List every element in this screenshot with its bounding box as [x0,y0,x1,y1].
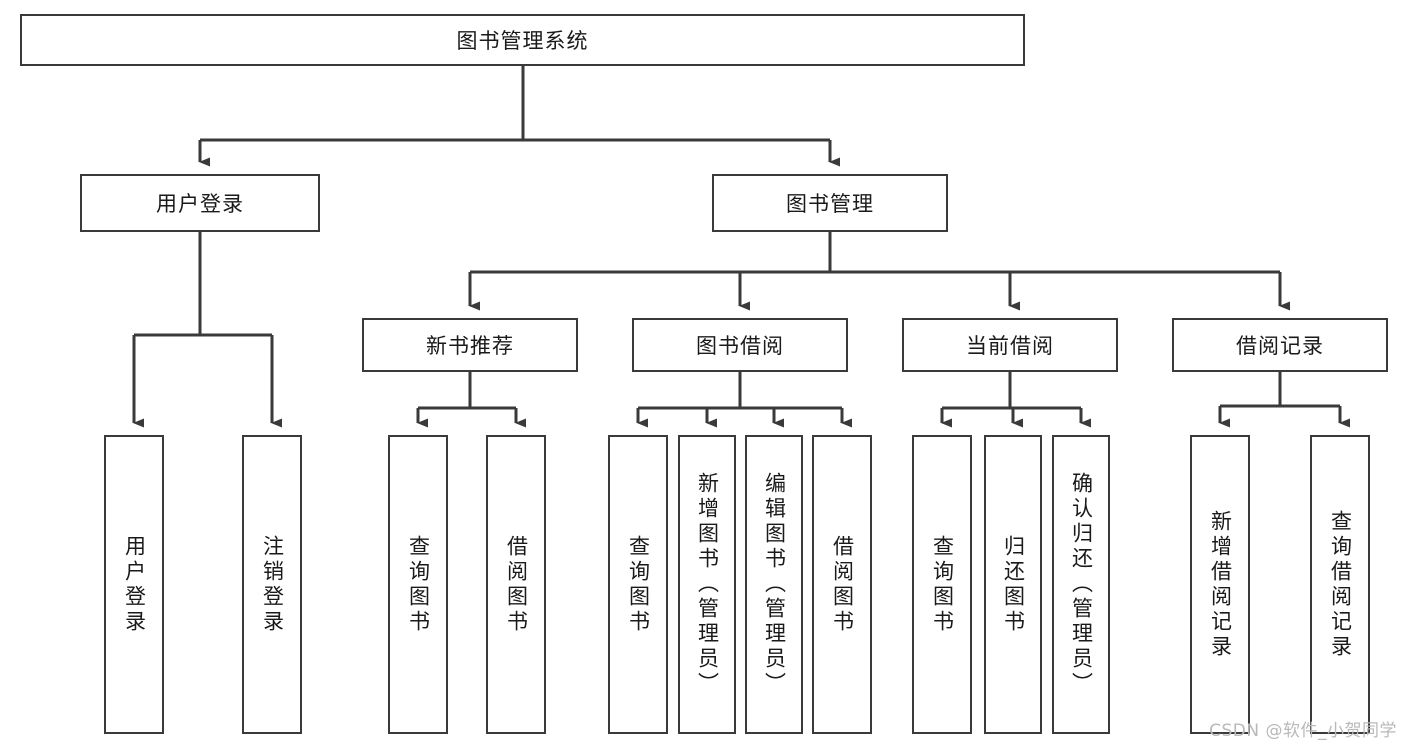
node-label: 借阅图书 [504,534,529,635]
leaf-return-book[interactable]: 归还图书 [984,435,1042,734]
node-user-login[interactable]: 用户登录 [80,174,320,232]
leaf-confirm-return-admin[interactable]: 确认归还（管理员） [1052,435,1110,734]
leaf-query-book-recommend[interactable]: 查询图书 [388,435,448,734]
node-label: 借阅图书 [830,534,855,635]
node-label: 查询图书 [930,534,955,635]
leaf-query-borrow-record[interactable]: 查询借阅记录 [1310,435,1370,734]
node-label: 编辑图书（管理员） [762,472,787,697]
node-current-borrow[interactable]: 当前借阅 [902,318,1118,372]
watermark-text: CSDN @软件_小贺同学 [1209,721,1397,741]
leaf-logout[interactable]: 注销登录 [242,435,302,734]
node-label: 注销登录 [260,534,285,635]
node-label: 归还图书 [1001,534,1026,635]
node-label: 图书管理 [786,192,874,216]
node-root-system[interactable]: 图书管理系统 [20,14,1025,66]
node-label: 查询图书 [626,534,651,635]
node-label: 图书借阅 [696,334,784,358]
node-label: 新书推荐 [426,334,514,358]
node-label: 用户登录 [156,192,244,216]
node-label: 查询借阅记录 [1328,509,1353,660]
node-book-borrow[interactable]: 图书借阅 [632,318,848,372]
node-label: 确认归还（管理员） [1069,472,1094,697]
node-label: 查询图书 [406,534,431,635]
leaf-user-login[interactable]: 用户登录 [104,435,164,734]
leaf-add-book-admin[interactable]: 新增图书（管理员） [678,435,736,734]
node-label: 新增图书（管理员） [695,472,720,697]
leaf-borrow-book[interactable]: 借阅图书 [812,435,872,734]
leaf-borrow-book-recommend[interactable]: 借阅图书 [486,435,546,734]
node-book-management[interactable]: 图书管理 [712,174,948,232]
leaf-query-book-borrow[interactable]: 查询图书 [608,435,668,734]
node-label: 用户登录 [122,534,147,635]
node-label: 图书管理系统 [456,29,589,53]
node-label: 新增借阅记录 [1208,509,1233,660]
node-label: 借阅记录 [1236,334,1324,358]
leaf-edit-book-admin[interactable]: 编辑图书（管理员） [745,435,803,734]
leaf-add-borrow-record[interactable]: 新增借阅记录 [1190,435,1250,734]
leaf-query-book-current[interactable]: 查询图书 [912,435,972,734]
node-new-book-recommend[interactable]: 新书推荐 [362,318,578,372]
node-label: 当前借阅 [966,334,1054,358]
node-borrow-record[interactable]: 借阅记录 [1172,318,1388,372]
